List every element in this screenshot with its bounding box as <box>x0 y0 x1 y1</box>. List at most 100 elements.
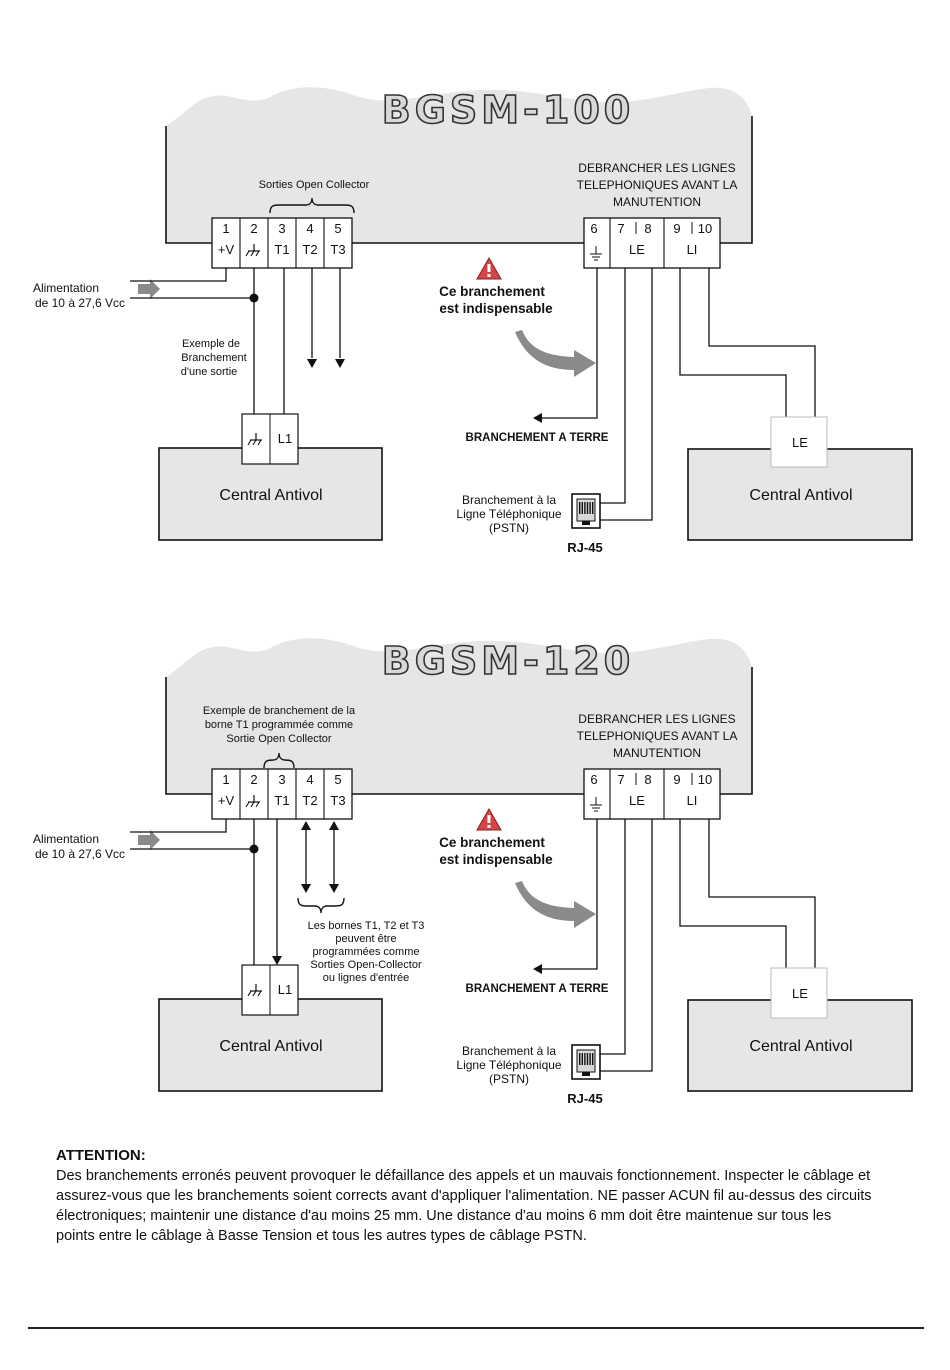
li-wire-1 <box>679 819 787 968</box>
attention-line-1: Des branchements erronés peuvent provoqu… <box>56 1168 871 1184</box>
io-label-line: Les bornes T1, T2 et T3 <box>308 920 425 932</box>
phone-terminal-number: 8 <box>644 772 651 787</box>
module-board <box>166 638 752 794</box>
terminal-number: 2 <box>250 772 257 787</box>
io-label-line: peuvent être <box>335 933 396 945</box>
warning-triangle-icon <box>476 256 502 280</box>
io-arrow-t2-down <box>301 884 311 893</box>
terminal-block-main <box>211 217 353 269</box>
pstn-label-line: Ligne Téléphonique <box>456 507 562 521</box>
panel-ground-icon-tick1 <box>247 990 252 997</box>
terminal-ground-icon-tick1 <box>245 801 250 808</box>
panel-terminal-le-block <box>770 416 828 468</box>
phone-terminal-number: 7 <box>617 772 624 787</box>
terminal-number: 4 <box>306 221 313 236</box>
pstn-wire-1 <box>600 268 626 504</box>
phone-terminal-number: 8 <box>644 221 651 236</box>
terminal-block-main <box>211 768 353 820</box>
module-board-edge <box>165 667 753 795</box>
attention-line-3: électroniques; maintenir une distance d'… <box>56 1208 832 1224</box>
terminal-number: 3 <box>278 772 285 787</box>
handling-warning-line: DEBRANCHER LES LIGNES <box>578 712 735 726</box>
module-board-edge <box>165 116 753 244</box>
pstn-label-line: Ligne Téléphonique <box>456 1058 562 1072</box>
terminal-label-t2: T2 <box>302 793 317 808</box>
output-arrow-t3 <box>335 359 345 368</box>
required-label-line-1: Ce branchement <box>439 284 545 299</box>
output-arrow-t1 <box>272 956 282 965</box>
handling-warning-line: MANUTENTION <box>613 746 701 760</box>
li-wire-1 <box>679 268 787 417</box>
power-arrow-icon <box>138 830 160 850</box>
phone-terminal-le: LE <box>629 793 645 808</box>
phone-terminal-li: LI <box>687 793 698 808</box>
power-label-line-2: de 10 à 27,6 Vcc <box>35 296 125 310</box>
power-label-line-2: de 10 à 27,6 Vcc <box>35 847 125 861</box>
example-label-line-2: Branchement <box>181 352 246 364</box>
alarm-panel-right-label: Central Antivol <box>749 487 852 504</box>
earth-wire <box>542 819 598 970</box>
handling-warning-line: DEBRANCHER LES LIGNES <box>578 161 735 175</box>
rj45-label: RJ-45 <box>567 540 602 555</box>
terminal-label-t2: T2 <box>302 242 317 257</box>
power-wire-plus <box>130 819 227 833</box>
panel-terminal-le: LE <box>792 435 808 450</box>
pstn-wire-2 <box>600 819 653 1072</box>
warning-triangle-icon-dot <box>487 274 491 277</box>
terminal-ground-icon <box>245 244 260 257</box>
panel-terminal-le-block <box>770 967 828 1019</box>
rj45-label: RJ-45 <box>567 1091 602 1106</box>
terminal-label-plus-v: +V <box>218 242 235 257</box>
phone-terminal-number: 7 <box>617 221 624 236</box>
warning-triangle-icon-dot <box>487 825 491 828</box>
example-label-line-1: Exemple de <box>182 338 240 350</box>
power-label-line-1: Alimentation <box>33 281 99 295</box>
li-wire-2 <box>708 819 816 968</box>
rj45-jack-icon-pin <box>579 502 581 514</box>
handling-warning-line: TELEPHONIQUES AVANT LA <box>577 178 738 192</box>
earth-label: BRANCHEMENT A TERRE <box>466 432 609 444</box>
terminal-label-t3: T3 <box>330 793 345 808</box>
terminal-ground-icon-tick3 <box>255 250 260 257</box>
phone-terminal-number: 9 <box>673 221 680 236</box>
earth-icon <box>590 246 602 261</box>
terminal-ground-icon-tick2 <box>250 801 255 808</box>
required-label-line-1: Ce branchement <box>439 835 545 850</box>
terminal-label-t1: T1 <box>274 242 289 257</box>
io-label-line: programmées comme <box>313 946 420 958</box>
warning-triangle-icon-bang <box>487 815 491 823</box>
terminal-ground-icon-tick1 <box>245 250 250 257</box>
power-arrow-icon <box>138 279 160 299</box>
terminal-number: 5 <box>334 772 341 787</box>
warning-triangle-icon <box>476 807 502 831</box>
handling-warning-line: TELEPHONIQUES AVANT LA <box>577 729 738 743</box>
io-label-line: ou lignes d'entrée <box>323 972 410 984</box>
terminal-number: 5 <box>334 221 341 236</box>
outputs-label-line-3: Sortie Open Collector <box>226 733 331 745</box>
panel-ground-icon-tick2 <box>252 439 257 446</box>
terminal-label-t1: T1 <box>274 793 289 808</box>
alarm-panel-left-label: Central Antivol <box>219 487 322 504</box>
terminal-number: 1 <box>222 221 229 236</box>
module-title: BGSM-100 <box>382 88 634 132</box>
rj45-jack-icon-pin <box>586 1053 589 1065</box>
outputs-brace <box>269 197 355 214</box>
pstn-wire-1 <box>600 819 626 1055</box>
required-label-line-2: est indispensable <box>439 301 553 316</box>
terminal-number: 1 <box>222 772 229 787</box>
phone-terminal-number: 6 <box>590 221 597 236</box>
earth-icon <box>590 797 602 812</box>
power-wire-plus <box>130 268 227 282</box>
required-curved-arrow-icon <box>515 330 596 377</box>
terminal-block-phone <box>583 217 721 269</box>
attention-title: ATTENTION: <box>56 1147 146 1164</box>
outputs-label: Sorties Open Collector <box>259 179 370 191</box>
rj45-jack-icon <box>571 493 601 529</box>
module-title: BGSM-120 <box>382 639 634 683</box>
alarm-panel-left-label: Central Antivol <box>219 1038 322 1055</box>
earth-wire <box>542 268 598 419</box>
outputs-brace <box>263 752 295 769</box>
rj45-jack-icon-pin <box>581 502 583 514</box>
io-label-line: Sorties Open-Collector <box>310 959 422 971</box>
